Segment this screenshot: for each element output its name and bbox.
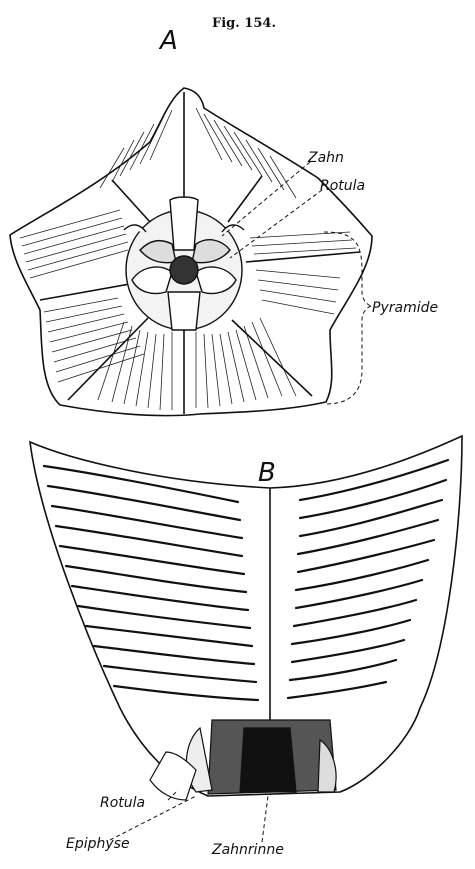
pyramid-b-ribs [44, 460, 448, 700]
central-jaws [124, 197, 244, 330]
zahnrinne-region [150, 720, 336, 800]
leader-lines-b [110, 790, 268, 842]
leader-lines-a [222, 162, 372, 404]
